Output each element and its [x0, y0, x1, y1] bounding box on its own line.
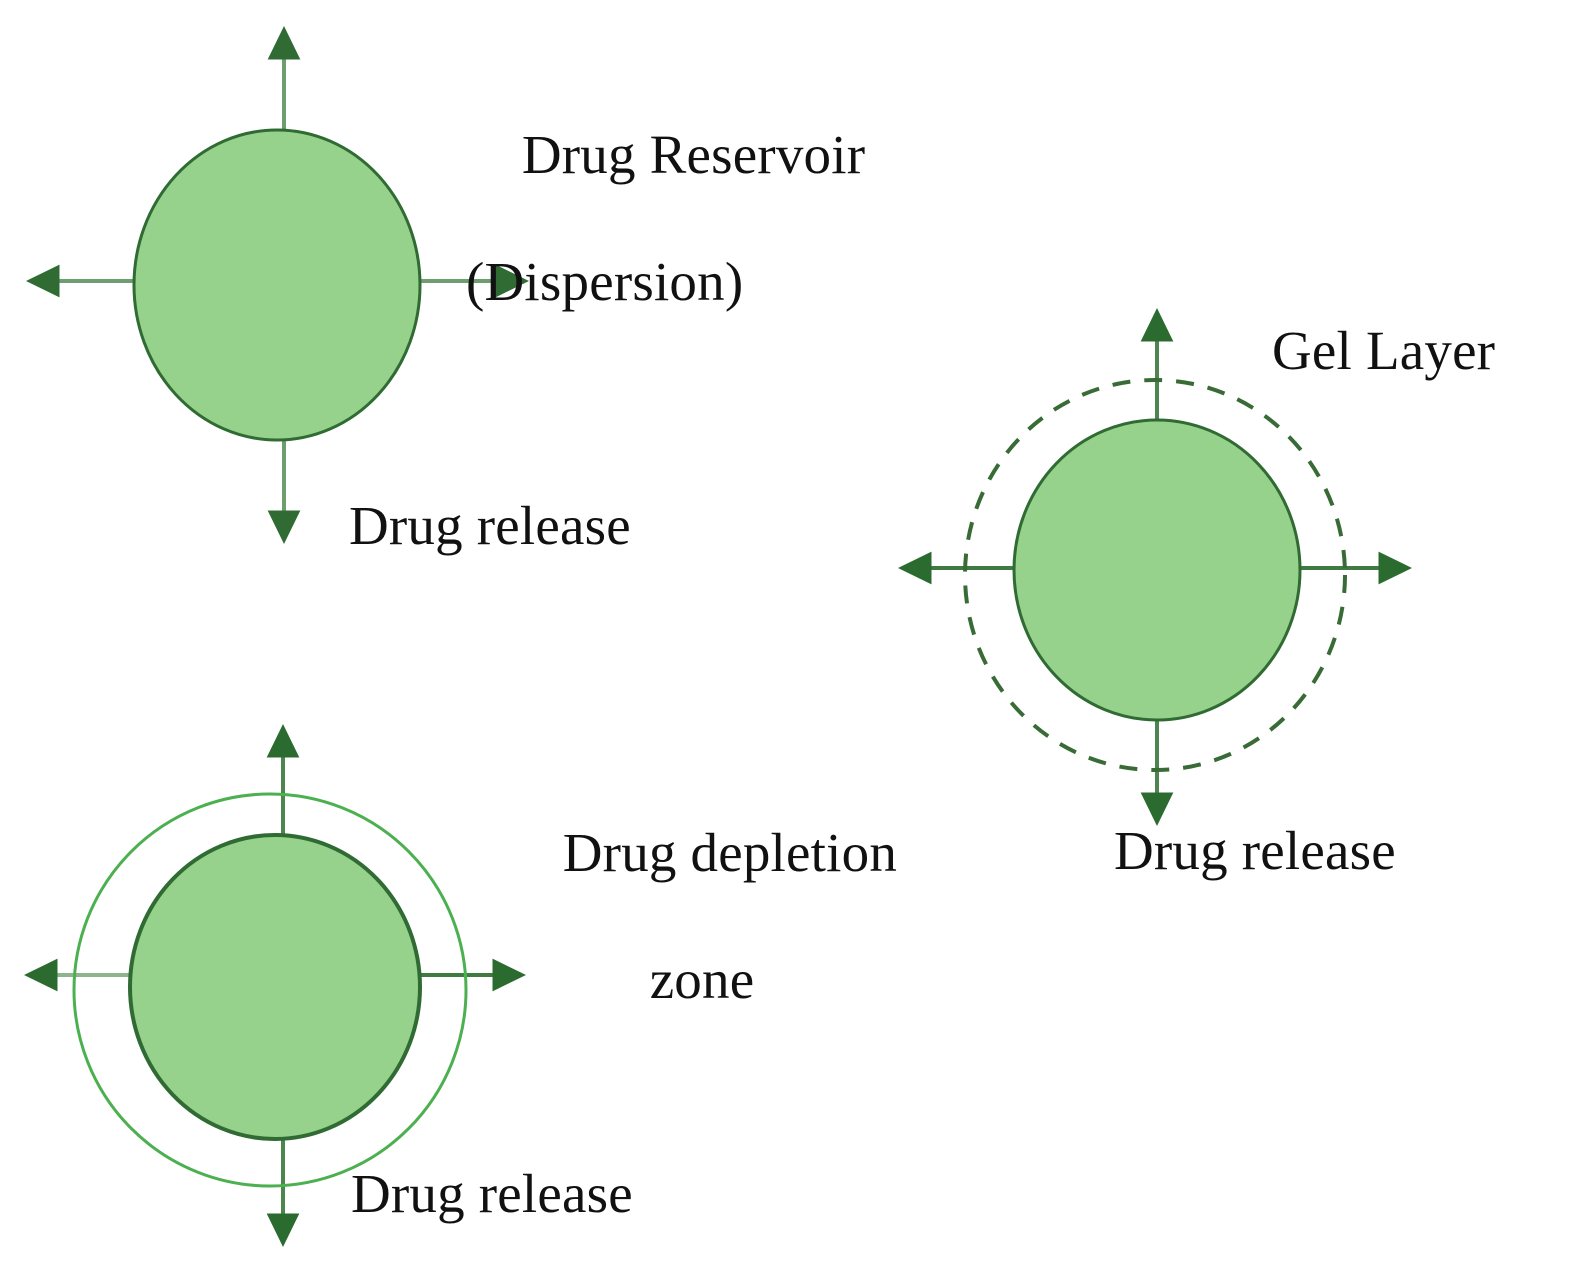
- depletion-zone-ring: [72, 792, 468, 1188]
- depletion-zone-core: [128, 833, 422, 1141]
- drug-reservoir-label: Drug Reservoir (Dispersion): [466, 62, 865, 436]
- drug-depletion-zone-label-line1: Drug depletion: [562, 821, 898, 883]
- drug-release-label-depletion: Drug release: [351, 1163, 633, 1224]
- drug-depletion-zone-label-line2: zone: [649, 948, 755, 1010]
- gel-layer-boundary: [963, 378, 1347, 772]
- drug-release-label-gel: Drug release: [1114, 820, 1396, 881]
- drug-depletion-zone-panel: [24, 724, 526, 1247]
- gel-layer-label: Gel Layer: [1272, 320, 1496, 381]
- drug-reservoir-label-line2: (Dispersion): [466, 250, 744, 312]
- gel-layer-core: [1012, 418, 1302, 722]
- gel-layer-panel: [898, 308, 1412, 826]
- drug-reservoir-label-line1: Drug Reservoir: [521, 123, 866, 185]
- drug-reservoir-panel: [26, 26, 529, 544]
- drug-reservoir-core: [132, 128, 422, 442]
- drug-depletion-zone-label: Drug depletion zone: [492, 760, 912, 1134]
- drug-release-label-reservoir: Drug release: [349, 495, 631, 556]
